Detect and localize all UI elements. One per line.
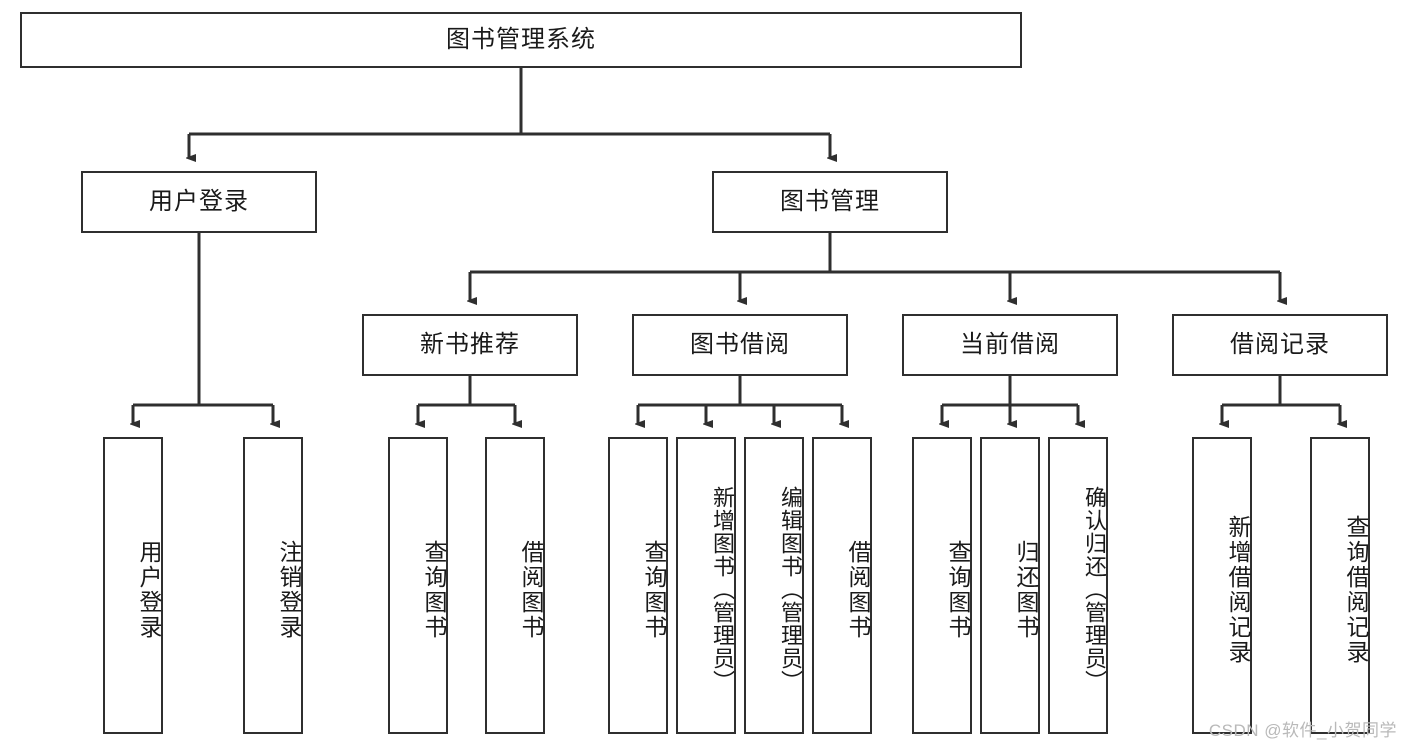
- leaf-query-book-recommend-label: 查询图书: [421, 539, 447, 640]
- leaf-query-book-current[interactable]: 查询图书: [912, 437, 972, 734]
- node-borrow-record[interactable]: 借阅记录: [1172, 314, 1388, 376]
- leaf-query-borrow-record-label: 查询借阅记录: [1343, 514, 1369, 665]
- csdn-watermark: CSDN @软件_小贺同学: [1208, 721, 1397, 740]
- leaf-return-book[interactable]: 归还图书: [980, 437, 1040, 734]
- node-borrow-record-label: 借阅记录: [1230, 331, 1330, 359]
- leaf-edit-book-admin[interactable]: 编辑图书（管理员）: [744, 437, 804, 734]
- leaf-user-login[interactable]: 用户登录: [103, 437, 163, 734]
- leaf-logout-label: 注销登录: [276, 539, 302, 640]
- leaf-add-borrow-record[interactable]: 新增借阅记录: [1192, 437, 1252, 734]
- node-book-borrow-label: 图书借阅: [690, 331, 790, 359]
- leaf-query-book-recommend[interactable]: 查询图书: [388, 437, 448, 734]
- leaf-logout[interactable]: 注销登录: [243, 437, 303, 734]
- leaf-add-book-admin[interactable]: 新增图书（管理员）: [676, 437, 736, 734]
- leaf-add-book-admin-label: 新增图书（管理员）: [710, 486, 735, 693]
- leaf-confirm-return-admin[interactable]: 确认归还（管理员）: [1048, 437, 1108, 734]
- node-current-borrow[interactable]: 当前借阅: [902, 314, 1118, 376]
- leaf-confirm-return-admin-label: 确认归还（管理员）: [1082, 486, 1107, 693]
- node-root-label: 图书管理系统: [446, 26, 596, 54]
- leaf-add-borrow-record-label: 新增借阅记录: [1225, 514, 1251, 665]
- node-new-book-recommend[interactable]: 新书推荐: [362, 314, 578, 376]
- node-book-borrow[interactable]: 图书借阅: [632, 314, 848, 376]
- leaf-query-book-borrow[interactable]: 查询图书: [608, 437, 668, 734]
- node-root-system[interactable]: 图书管理系统: [20, 12, 1022, 68]
- leaf-return-book-label: 归还图书: [1013, 539, 1039, 640]
- leaf-borrow-book-label: 借阅图书: [845, 539, 871, 640]
- node-book-manage[interactable]: 图书管理: [712, 171, 948, 233]
- leaf-borrow-book-recommend[interactable]: 借阅图书: [485, 437, 545, 734]
- leaf-edit-book-admin-label: 编辑图书（管理员）: [778, 486, 803, 693]
- node-book-manage-label: 图书管理: [780, 188, 880, 216]
- leaf-query-borrow-record[interactable]: 查询借阅记录: [1310, 437, 1370, 734]
- leaf-user-login-label: 用户登录: [136, 539, 162, 640]
- node-user-login[interactable]: 用户登录: [81, 171, 317, 233]
- leaf-query-book-borrow-label: 查询图书: [641, 539, 667, 640]
- leaf-borrow-book[interactable]: 借阅图书: [812, 437, 872, 734]
- node-user-login-label: 用户登录: [149, 188, 249, 216]
- leaf-query-book-current-label: 查询图书: [945, 539, 971, 640]
- leaf-borrow-book-recommend-label: 借阅图书: [518, 539, 544, 640]
- node-current-borrow-label: 当前借阅: [960, 331, 1060, 359]
- node-new-book-recommend-label: 新书推荐: [420, 331, 520, 359]
